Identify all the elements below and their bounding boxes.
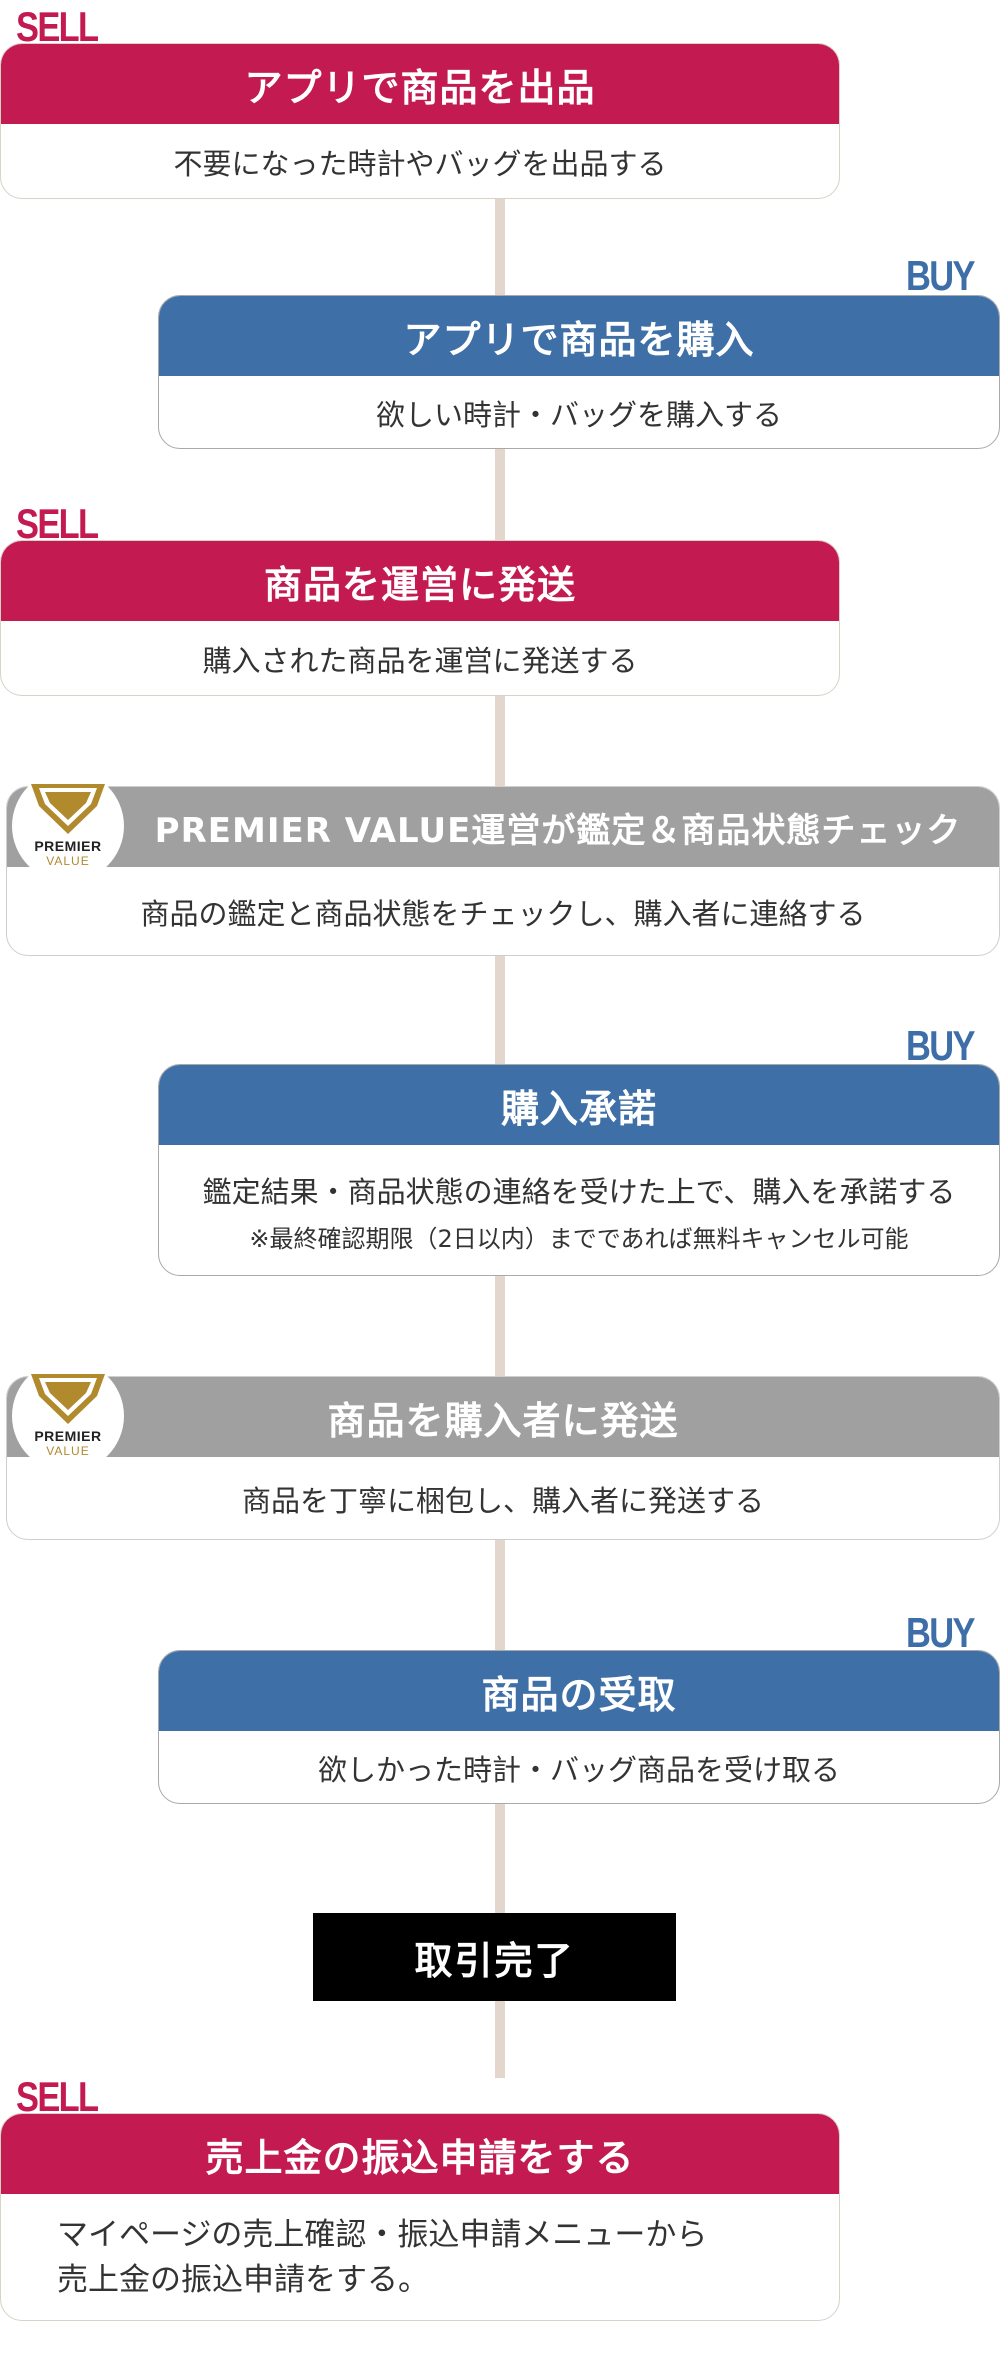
- step-1-description: 不要になった時計やバッグを出品する: [173, 147, 667, 181]
- premier-value-logo: PREMIER VALUE: [12, 770, 124, 882]
- step-8-card: 売上金の振込申請をする マイページの売上確認・振込申請メニューから 売上金の振込…: [0, 2113, 840, 2321]
- step-8-description-line-2: 売上金の振込申請をする。: [57, 2262, 429, 2298]
- buy-tag: BUY: [906, 1609, 975, 1656]
- step-8-title: 売上金の振込申請をする: [1, 2114, 839, 2194]
- step-3-title: 商品を運営に発送: [1, 541, 839, 621]
- step-8-description-line-1: マイページの売上確認・振込申請メニューから: [57, 2217, 708, 2254]
- step-2-card: アプリで商品を購入 欲しい時計・バッグを購入する: [158, 295, 1000, 449]
- step-1-title: アプリで商品を出品: [1, 44, 839, 124]
- step-4-description: 商品の鑑定と商品状態をチェックし、購入者に連絡する: [140, 897, 866, 931]
- step-3-card: 商品を運営に発送 購入された商品を運営に発送する: [0, 540, 840, 696]
- step-4-card: PREMIER VALUE運営が鑑定＆商品状態チェック 商品の鑑定と商品状態をチ…: [6, 786, 1000, 956]
- diamond-emblem-icon: [31, 784, 105, 834]
- step-6-description: 商品を丁寧に梱包し、購入者に発送する: [241, 1484, 764, 1518]
- step-7-description: 欲しかった時計・バッグ商品を受け取る: [317, 1753, 840, 1787]
- step-2-title: アプリで商品を購入: [159, 296, 999, 376]
- step-5-note: ※最終確認期限（2日以内）までであれば無料キャンセル可能: [249, 1224, 909, 1253]
- step-5-card: 購入承諾 鑑定結果・商品状態の連絡を受けた上で、購入を承諾する ※最終確認期限（…: [158, 1064, 1000, 1276]
- step-1-card: アプリで商品を出品 不要になった時計やバッグを出品する: [0, 43, 840, 199]
- sell-tag: SELL: [16, 2073, 99, 2120]
- step-2-description: 欲しい時計・バッグを購入する: [375, 398, 782, 432]
- buy-tag: BUY: [906, 1022, 975, 1069]
- step-7-card: 商品の受取 欲しかった時計・バッグ商品を受け取る: [158, 1650, 1000, 1804]
- sell-tag: SELL: [16, 500, 99, 547]
- diamond-emblem-icon: [31, 1374, 105, 1424]
- step-6-title: 商品を購入者に発送: [7, 1377, 999, 1457]
- transaction-complete-label: 取引完了: [313, 1913, 676, 2001]
- buy-tag: BUY: [906, 252, 975, 299]
- step-6-card: 商品を購入者に発送 商品を丁寧に梱包し、購入者に発送する: [6, 1376, 1000, 1540]
- premier-value-logo: PREMIER VALUE: [12, 1360, 124, 1472]
- step-5-title: 購入承諾: [159, 1065, 999, 1145]
- step-5-description: 鑑定結果・商品状態の連絡を受けた上で、購入を承諾する: [202, 1174, 956, 1209]
- sell-tag: SELL: [16, 3, 99, 50]
- step-7-title: 商品の受取: [159, 1651, 999, 1731]
- step-4-title: PREMIER VALUE運営が鑑定＆商品状態チェック: [7, 787, 999, 867]
- step-3-description: 購入された商品を運営に発送する: [202, 644, 638, 678]
